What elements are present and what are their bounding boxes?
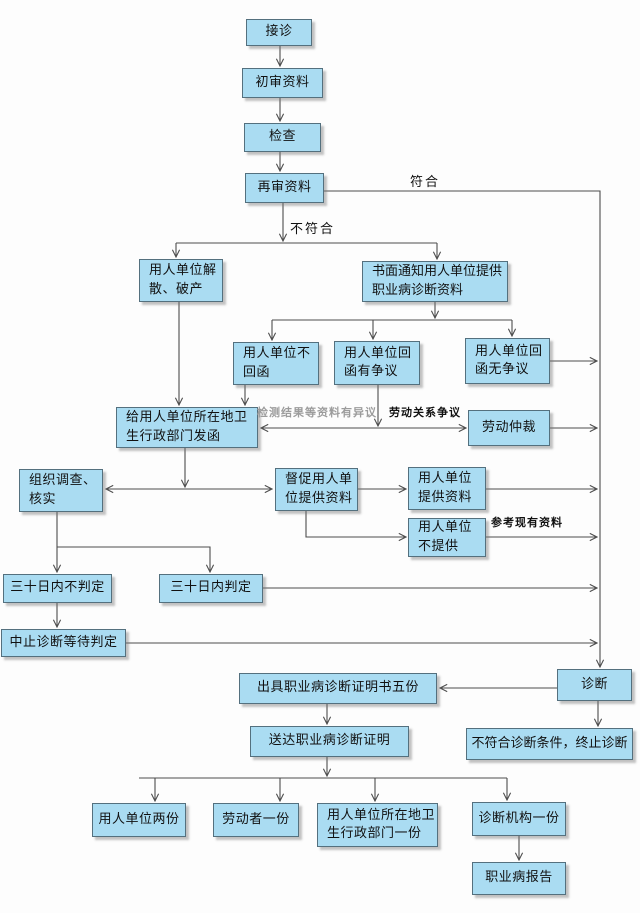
node-worker-one-copy: 劳动者一份 bbox=[213, 803, 299, 837]
node-terminate-diagnosis: 不符合诊断条件，终止诊断 bbox=[466, 728, 633, 760]
node-employer-two-copies: 用人单位两份 bbox=[92, 803, 186, 837]
node-initial-review: 初审资料 bbox=[242, 68, 323, 98]
node-employer-dissolved: 用人单位解 散、破产 bbox=[139, 259, 223, 302]
node-suspend-diagnosis: 中止诊断等待判定 bbox=[1, 629, 126, 657]
node-letter-to-health-dept: 给用人单位所在地卫 生行政部门发函 bbox=[116, 407, 258, 448]
node-investigate-verify: 组织调查、 核实 bbox=[19, 469, 103, 512]
node-written-notice: 书面通知用人单位提供 职业病诊断资料 bbox=[362, 261, 508, 302]
node-re-review: 再审资料 bbox=[245, 173, 324, 203]
node-labor-arbitration: 劳动仲裁 bbox=[468, 410, 550, 446]
edge-label-labor-dispute: 劳动关系争议 bbox=[389, 406, 461, 419]
edge-label-reference-existing: 参考现有资料 bbox=[491, 516, 563, 529]
node-employer-provides: 用人单位 提供资料 bbox=[408, 467, 486, 510]
node-issue-certificate: 出具职业病诊断证明书五份 bbox=[239, 673, 437, 704]
node-not-determined-30-days: 三十日内不判定 bbox=[3, 574, 112, 603]
edge-label-test-dispute: 检测结果等资料有异议 bbox=[257, 406, 377, 419]
edge-label-conform: 符合 bbox=[410, 175, 441, 190]
node-employer-not-provide: 用人单位 不提供 bbox=[408, 518, 486, 557]
node-urge-employer: 督促用人单 位提供资料 bbox=[275, 468, 358, 511]
node-reception: 接诊 bbox=[246, 19, 312, 46]
node-institution-one-copy: 诊断机构一份 bbox=[472, 802, 566, 836]
node-no-reply: 用人单位不 回函 bbox=[233, 342, 319, 385]
node-deliver-certificate: 送达职业病诊断证明 bbox=[250, 726, 409, 757]
node-diagnosis: 诊断 bbox=[557, 669, 632, 701]
node-disease-report: 职业病报告 bbox=[472, 862, 566, 895]
node-examination: 检查 bbox=[244, 123, 321, 152]
node-health-dept-one-copy: 用人单位所在地卫 生行政部门一份 bbox=[317, 803, 438, 847]
node-reply-undisputed: 用人单位回 函无争议 bbox=[465, 338, 550, 384]
node-reply-disputed: 用人单位回 函有争议 bbox=[334, 341, 420, 385]
node-determined-30-days: 三十日内判定 bbox=[159, 574, 263, 603]
edge-label-nonconform: 不符合 bbox=[290, 222, 336, 237]
